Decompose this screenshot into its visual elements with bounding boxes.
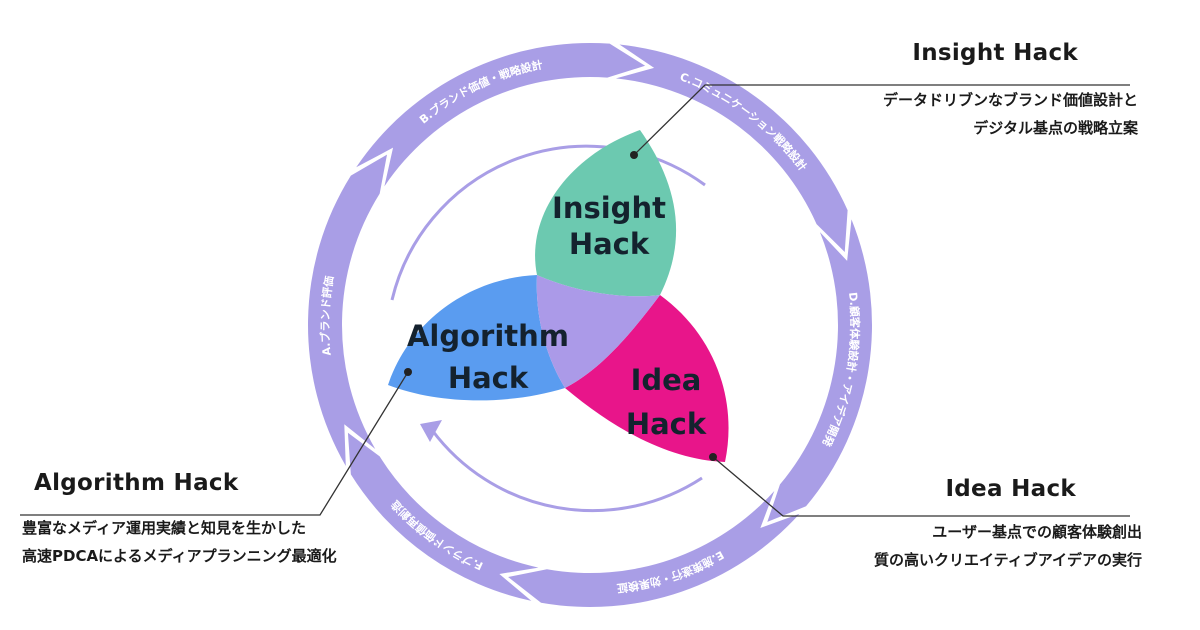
inner-arc-bottom — [430, 429, 703, 513]
idea-callout-title: Idea Hack — [945, 476, 1076, 502]
idea-leader-line — [712, 456, 1130, 517]
insight-petal-label: Insight — [552, 191, 666, 225]
insight-leader-dot — [630, 151, 638, 159]
cycle-step-segment — [347, 432, 539, 601]
insight-leader-line — [633, 84, 1130, 156]
algorithm-callout-line2: 高速PDCAによるメディアプランニング最適化 — [22, 547, 337, 565]
algorithm-leader-line — [20, 371, 409, 516]
algorithm-leader-dot — [404, 368, 412, 376]
cycle-step-segment — [508, 490, 800, 607]
insight-callout-line2: デジタル基点の戦略立案 — [973, 119, 1138, 137]
cycle-step-segment — [356, 43, 646, 187]
idea-petal-label-2: Hack — [626, 407, 707, 441]
center-overlap — [536, 275, 660, 388]
leader-lines — [20, 84, 1130, 517]
cycle-step-label: A.ブランド評価 — [318, 275, 336, 356]
idea-callout-line1: ユーザー基点での顧客体験創出 — [932, 523, 1142, 541]
idea-leader-dot — [709, 453, 717, 461]
algorithm-callout: Algorithm Hack 豊富なメディア運用実績と知見を生かした 高速PDC… — [22, 470, 337, 570]
algorithm-petal-label-2: Hack — [448, 361, 529, 395]
insight-callout-title: Insight Hack — [912, 40, 1078, 66]
insight-petal-label-2: Hack — [569, 227, 650, 261]
idea-callout-line2: 質の高いクリエイティブアイデアの実行 — [873, 551, 1142, 569]
algorithm-callout-line1: 豊富なメディア運用実績と知見を生かした — [22, 519, 306, 537]
cycle-step-segment — [615, 44, 848, 252]
insight-callout-line1: データドリブンなブランド価値設計と — [882, 91, 1138, 109]
insight-callout: Insight Hack データドリブンなブランド価値設計と デジタル基点の戦略… — [883, 40, 1138, 142]
idea-petal-label: Idea — [631, 363, 702, 397]
algorithm-callout-title: Algorithm Hack — [34, 470, 239, 496]
algorithm-hack-petal[interactable] — [388, 275, 565, 401]
petal-group — [388, 130, 729, 462]
inner-arrowhead — [420, 420, 442, 442]
algorithm-petal-label: Algorithm — [407, 319, 569, 353]
cycle-step-segment — [308, 154, 387, 466]
cycle-step-segment — [767, 219, 872, 522]
idea-hack-petal[interactable] — [565, 295, 729, 462]
idea-callout: Idea Hack ユーザー基点での顧客体験創出 質の高いクリエイティブアイデア… — [874, 476, 1142, 574]
insight-hack-petal[interactable] — [535, 130, 677, 297]
